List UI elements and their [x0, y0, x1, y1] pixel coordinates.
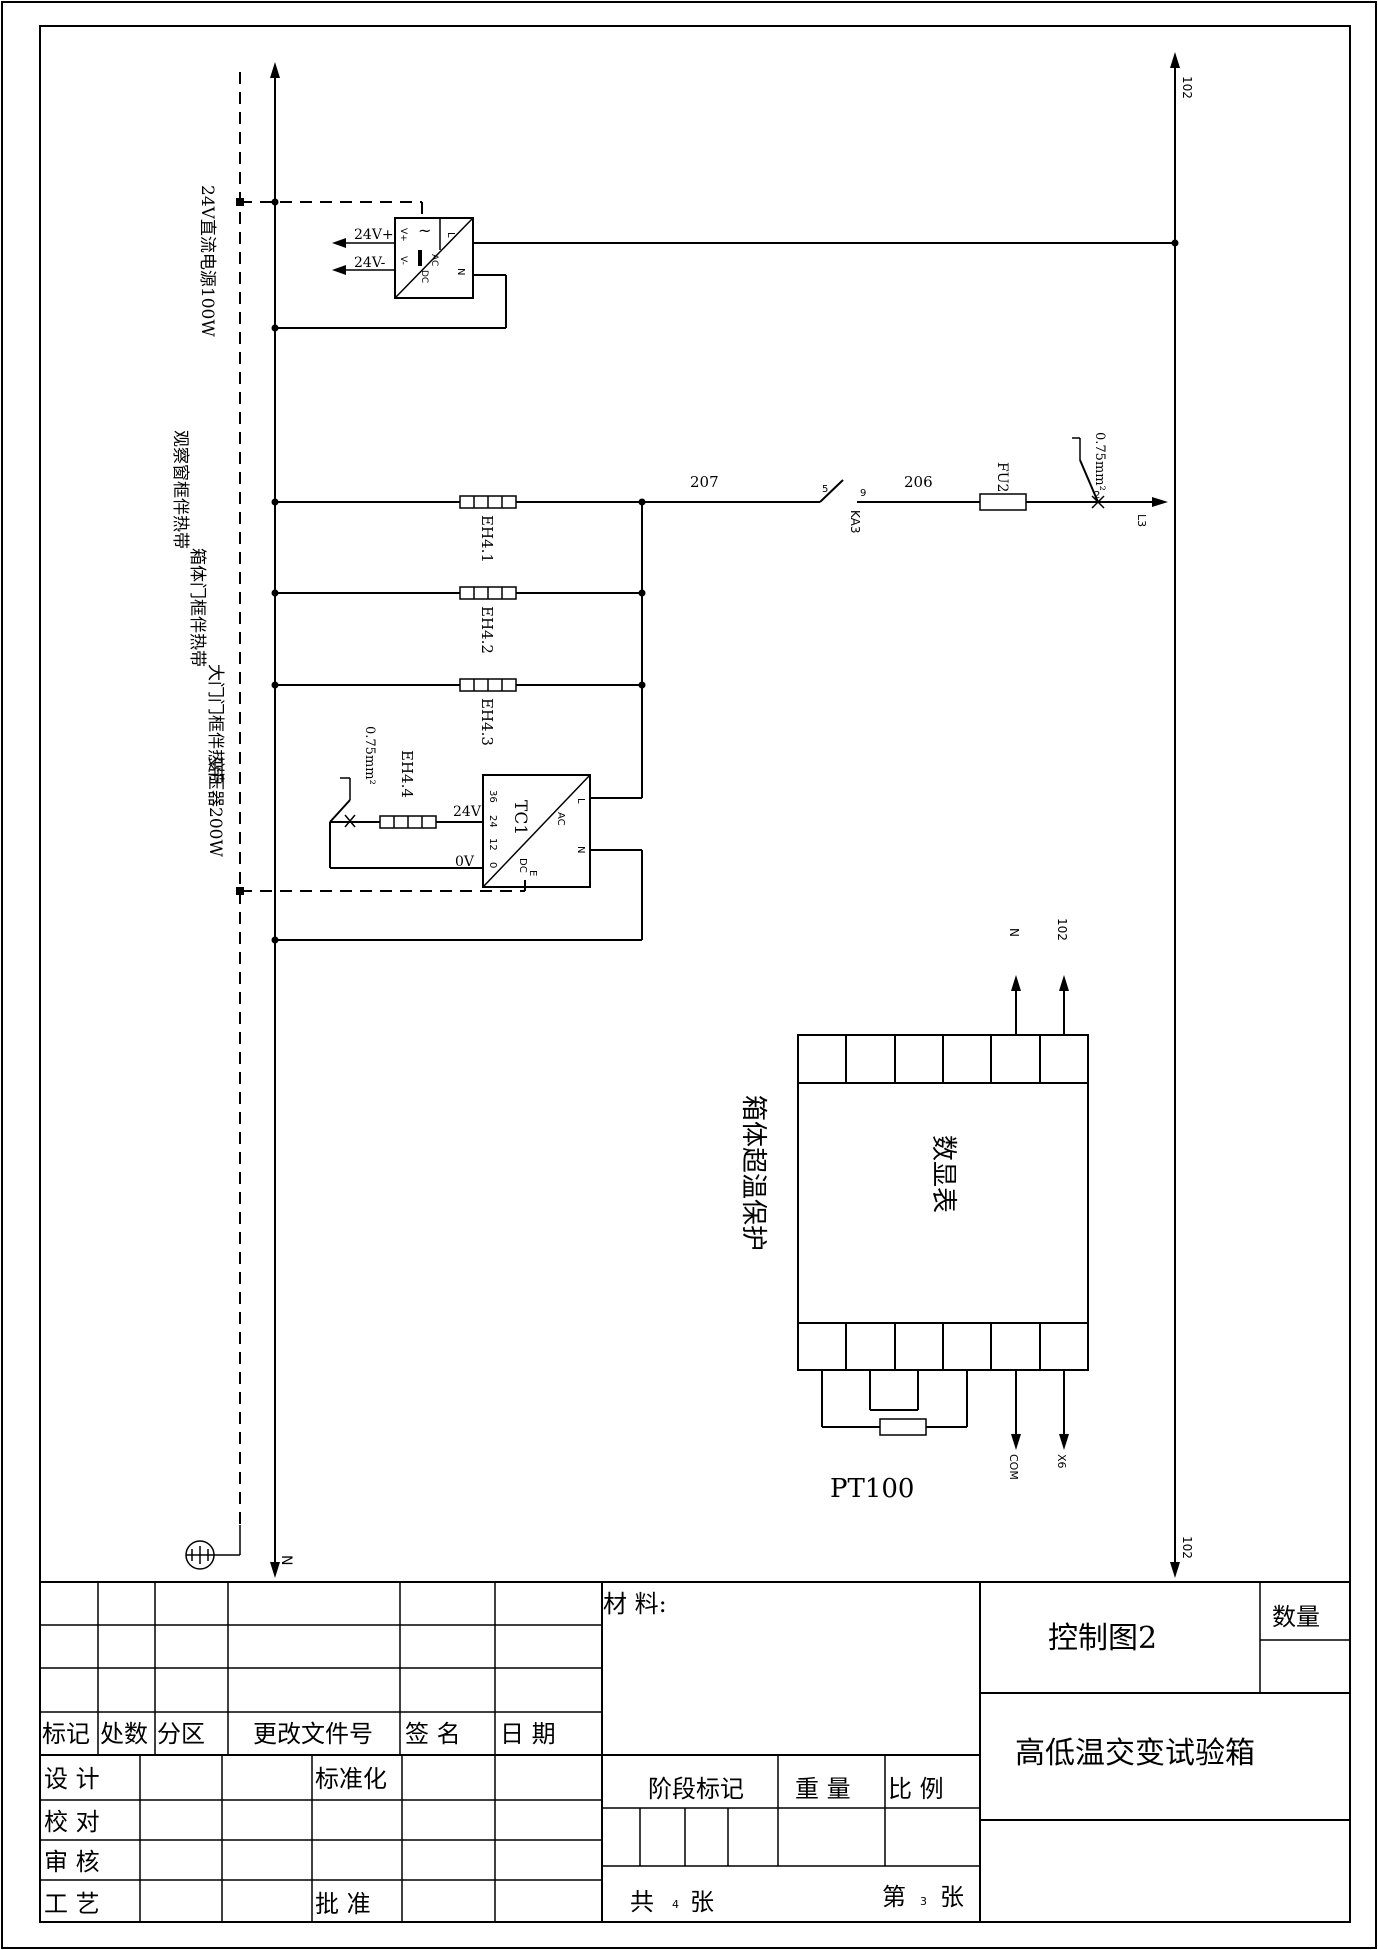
- ground-icon: [185, 1525, 241, 1570]
- control-line: 207 206 5 9 KA3 FU2 0.75mm² 2 L3: [690, 432, 1168, 534]
- breaker-pin: 2: [1094, 490, 1100, 501]
- ka3-pin-b: 9: [860, 488, 866, 499]
- total-suffix: 张: [690, 1888, 714, 1916]
- digital-meter: 数显表 N 102 COM X6 PT100: [797, 918, 1089, 1504]
- tc1-desc: 变压器200W: [205, 756, 225, 857]
- title-block: 材 料: 数量 控制图2 高低温交变试验箱 标记 处数 分区 更改文件号 签 名…: [40, 1581, 1350, 1922]
- pt100-label: PT100: [830, 1474, 914, 1504]
- bus-top-right-label: 102: [1180, 76, 1194, 99]
- tc1-n: N: [575, 846, 586, 853]
- heater-branches: EH4.1 EH4.2 EH4.3: [271, 495, 820, 799]
- bus-bottom-label: N: [278, 1555, 294, 1565]
- psu-out-minus: 24V-: [354, 255, 386, 271]
- rev-header-date: 日 期: [500, 1720, 556, 1748]
- psu-caption: 24V直流电源100W: [197, 185, 217, 337]
- sheet-prefix: 第: [882, 1883, 906, 1911]
- power-supply-24v: ~ L N AC DC V+ V- 24V+ 24V-: [271, 198, 1175, 332]
- psu-tilde: ~: [418, 221, 431, 240]
- rev-header-sign: 签 名: [405, 1720, 461, 1748]
- fuse-fu2: [979, 493, 1027, 511]
- meter-x6: X6: [1055, 1454, 1068, 1469]
- l3-label: L3: [1135, 514, 1148, 527]
- design-label: 设 计: [44, 1765, 100, 1793]
- eh43-desc: 大门门框伴热带: [205, 664, 225, 783]
- rev-header-docno: 更改文件号: [253, 1720, 373, 1748]
- ka3-pin-a: 5: [822, 484, 828, 495]
- tc1-label: TC1: [510, 800, 530, 835]
- breaker-qf: [1079, 459, 1099, 503]
- meter-102: 102: [1055, 918, 1069, 941]
- tc1-e: E: [527, 870, 538, 876]
- psu-pin-l: L: [445, 232, 456, 238]
- heater-eh44-loop: 0.75mm² EH4.4: [329, 726, 483, 869]
- weight-label: 重 量: [795, 1775, 851, 1803]
- drawing-name: 控制图2: [1048, 1621, 1157, 1656]
- psu-pin-n: N: [455, 268, 466, 275]
- process-label: 工 艺: [44, 1890, 100, 1918]
- psu-dc: DC: [419, 270, 429, 283]
- tc1-0v: 0V: [455, 854, 475, 870]
- product-name: 高低温交变试验箱: [1015, 1736, 1255, 1771]
- psu-out-plus: 24V+: [354, 227, 394, 243]
- left-bus: N: [270, 62, 294, 1578]
- label-eh41: EH4.1: [478, 515, 496, 563]
- quantity-label: 数量: [1272, 1603, 1320, 1631]
- standardize-label: 标准化: [315, 1765, 387, 1793]
- ka3-contact: [819, 479, 844, 503]
- scale-label: 比 例: [888, 1775, 944, 1803]
- ka3-label: KA3: [848, 510, 862, 534]
- psu-pin-vplus: V+: [398, 228, 408, 242]
- rev-header-zone: 分区: [157, 1720, 205, 1748]
- pt100-sensor: [879, 1418, 927, 1436]
- tc1-pin-24: 24: [487, 815, 498, 828]
- psu-ac: AC: [429, 254, 439, 266]
- tc1-pin-12: 12: [487, 838, 498, 851]
- meter-n: N: [1007, 928, 1021, 937]
- total-count: 4: [672, 1898, 679, 1911]
- breaker-rating-left: 0.75mm²: [362, 726, 377, 785]
- wire-207: 207: [690, 473, 719, 491]
- psu-pin-vminus: V-: [398, 256, 408, 265]
- tc1-pin-0: 0: [487, 862, 498, 868]
- label-eh42: EH4.2: [478, 606, 496, 654]
- sheet-suffix: 张: [940, 1883, 964, 1911]
- meter-title: 数显表: [928, 1135, 958, 1213]
- tc1-dc: DC: [517, 858, 528, 873]
- label-eh43: EH4.3: [478, 698, 496, 746]
- material-label: 材 料:: [603, 1590, 667, 1618]
- bus-bottom-right-label: 102: [1180, 1536, 1194, 1559]
- tc1-24v: 24V: [453, 804, 482, 820]
- check-label: 校 对: [44, 1808, 100, 1836]
- label-eh44: EH4.4: [398, 750, 416, 798]
- tc1-ac: AC: [555, 812, 566, 826]
- total-prefix: 共: [630, 1888, 654, 1916]
- rev-header-count: 处数: [100, 1720, 148, 1748]
- breaker-rating-top: 0.75mm²: [1092, 432, 1107, 491]
- eh42-desc: 箱体门框伴热带: [187, 548, 207, 667]
- tc1-pin-36: 36: [487, 790, 498, 803]
- transformer-tc1: TC1 AC DC L N E 36 24 12 0: [271, 774, 643, 944]
- inner-frame: [39, 25, 1351, 1923]
- rev-header-mark: 标记: [42, 1720, 90, 1748]
- stage-mark-label: 阶段标记: [648, 1775, 744, 1803]
- tc1-l: L: [575, 798, 586, 804]
- review-label: 审 核: [44, 1848, 100, 1876]
- approve-label: 批 准: [315, 1890, 371, 1918]
- breaker-eh44: [329, 799, 351, 823]
- eh41-desc: 观察窗框伴热带: [170, 430, 190, 549]
- meter-caption: 箱体超温保护: [738, 1095, 768, 1251]
- pe-dashed-line: [236, 72, 526, 1525]
- fu2-label: FU2: [994, 462, 1010, 492]
- wire-206: 206: [904, 473, 933, 491]
- meter-com: COM: [1007, 1454, 1020, 1480]
- sheet-no: 3: [920, 1895, 927, 1908]
- right-bus: 102 102: [1170, 52, 1194, 1578]
